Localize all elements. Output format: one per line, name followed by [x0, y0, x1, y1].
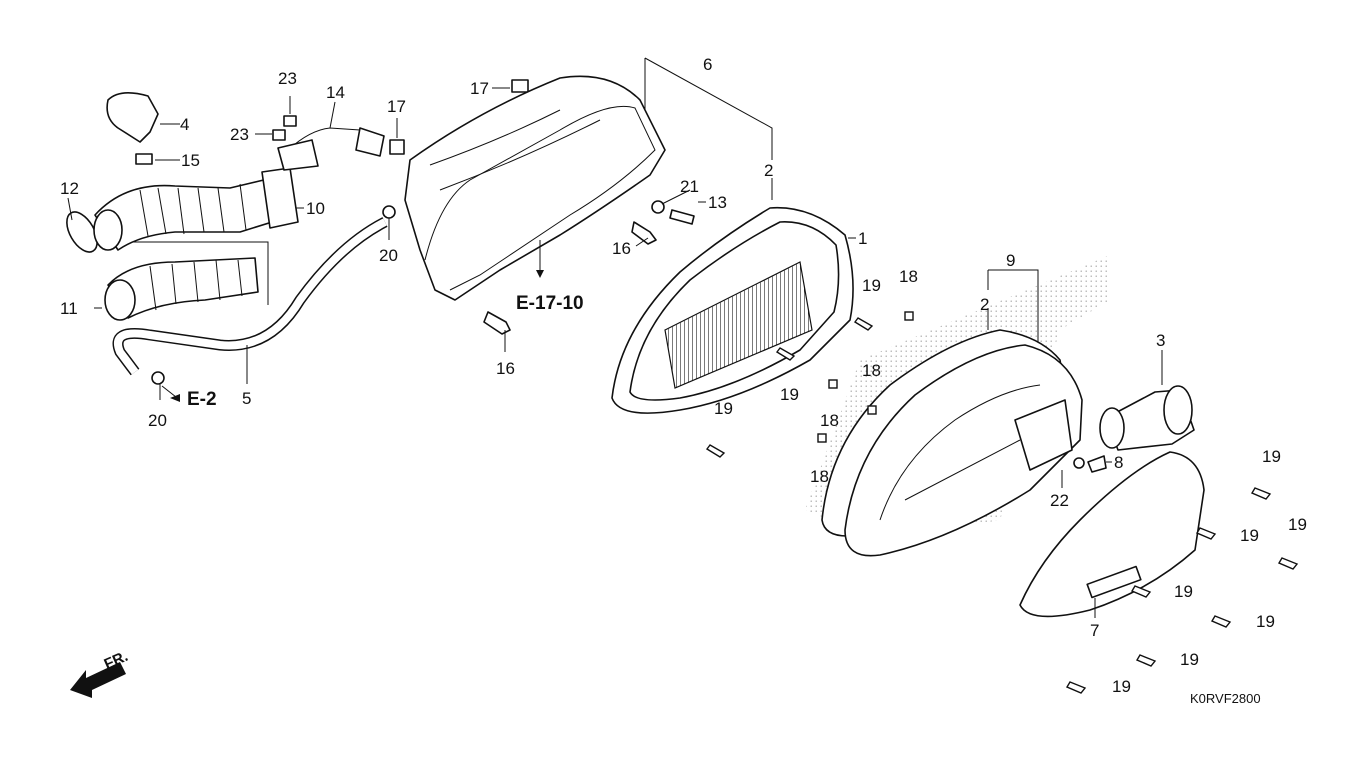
part-10-duct-mouth: [93, 209, 123, 251]
part-23-bolt: [272, 115, 297, 141]
callout-2-element: 2: [764, 161, 774, 180]
part-13-pin: [669, 209, 695, 225]
callout-19-b: 19: [780, 385, 799, 404]
part-10-inlet-duct: [94, 177, 286, 251]
part-11-duct-alt: [107, 257, 259, 319]
part-6-case-rim: [424, 105, 656, 291]
part-16-bolt-2: [631, 221, 657, 245]
callout-19-d: 19: [1262, 447, 1281, 466]
part-15-clamp: [135, 153, 153, 165]
part-17-clip: [389, 139, 405, 155]
callout-3: 3: [1156, 331, 1166, 350]
part-4-intake-cap: [106, 92, 159, 143]
leader-lines: [67, 87, 1163, 618]
callout-17-left: 17: [387, 97, 406, 116]
callout-18-a: 18: [899, 267, 918, 286]
part-20-clip-2: [151, 371, 165, 385]
reference-e2: E-2: [187, 389, 217, 410]
part-10-ribs: [139, 183, 247, 237]
part-17-clip-top: [511, 79, 529, 93]
part-9-cover-rib: [879, 384, 1041, 521]
part-7-cover-label: [1086, 565, 1142, 599]
part-16-bolt: [483, 311, 511, 335]
callout-19-c: 19: [714, 399, 733, 418]
part-3-joint-outlet: [1163, 385, 1193, 435]
callout-19-j: 19: [1112, 677, 1131, 696]
callout-15: 15: [181, 151, 200, 170]
part-22-o-ring: [1073, 457, 1085, 469]
part-14-bracket: [277, 139, 319, 171]
part-3-joint-mouth: [1099, 407, 1125, 449]
callout-18-c: 18: [820, 411, 839, 430]
callout-22: 22: [1050, 491, 1069, 510]
part-14-connector: [355, 127, 385, 157]
callout-19-g: 19: [1174, 582, 1193, 601]
callout-21: 21: [680, 177, 699, 196]
bracket-11: [95, 241, 269, 305]
part-19-screws: [705, 317, 1299, 694]
fr-direction-arrow: [70, 662, 126, 698]
part-20-clip: [382, 205, 396, 219]
callout-8: 8: [1114, 453, 1124, 472]
part-11-ribs: [149, 259, 243, 311]
callout-18-b: 18: [862, 361, 881, 380]
part-8-plug: [1087, 455, 1107, 473]
diagram-code: K0RVF2800: [1190, 691, 1261, 706]
callout-16-upper: 16: [612, 239, 631, 258]
part-1-filter-mesh: [664, 261, 813, 389]
part-6-case-rib: [429, 109, 601, 191]
bracket-6b: [644, 57, 773, 160]
part-5-drain-tube-inner: [114, 218, 387, 375]
callout-2-cover: 2: [980, 295, 990, 314]
part-21-clip: [651, 200, 665, 214]
part-18-screws: [817, 311, 914, 443]
bracket-9b: [988, 269, 1039, 345]
ref-arrow-e2-line: [161, 385, 177, 398]
callout-23-top: 23: [278, 69, 297, 88]
callout-17-top: 17: [470, 79, 489, 98]
ref-arrow-e17: [536, 270, 544, 278]
callout-19-e: 19: [1240, 526, 1259, 545]
callout-13: 13: [708, 193, 727, 212]
callout-19-a: 19: [862, 276, 881, 295]
part-9-cover: [844, 344, 1083, 557]
callout-6: 6: [703, 55, 713, 74]
callout-18-d: 18: [810, 467, 829, 486]
reference-e17-10: E-17-10: [516, 293, 584, 314]
callout-11: 11: [60, 299, 78, 318]
callout-12: 12: [60, 179, 79, 198]
callout-10: 10: [306, 199, 325, 218]
part-9-cover-window: [1014, 399, 1073, 471]
callout-19-f: 19: [1288, 515, 1307, 534]
ref-arrow-e2: [170, 394, 180, 402]
callout-1: 1: [858, 229, 868, 248]
callout-4: 4: [180, 115, 190, 134]
callout-19-h: 19: [1256, 612, 1275, 631]
callout-20-lower: 20: [148, 411, 167, 430]
part-10-flange: [261, 167, 299, 229]
callout-19-i: 19: [1180, 650, 1199, 669]
callout-20-upper: 20: [379, 246, 398, 265]
callout-23-side: 23: [230, 125, 249, 144]
callout-16-lower: 16: [496, 359, 515, 378]
callout-7: 7: [1090, 621, 1100, 640]
part-6-air-cleaner-case: [404, 75, 666, 301]
callout-14: 14: [326, 83, 345, 102]
part-11-duct-mouth: [104, 279, 136, 321]
callout-5: 5: [242, 389, 252, 408]
callout-9: 9: [1006, 251, 1016, 270]
part-7-outer-cover: [1019, 451, 1205, 618]
